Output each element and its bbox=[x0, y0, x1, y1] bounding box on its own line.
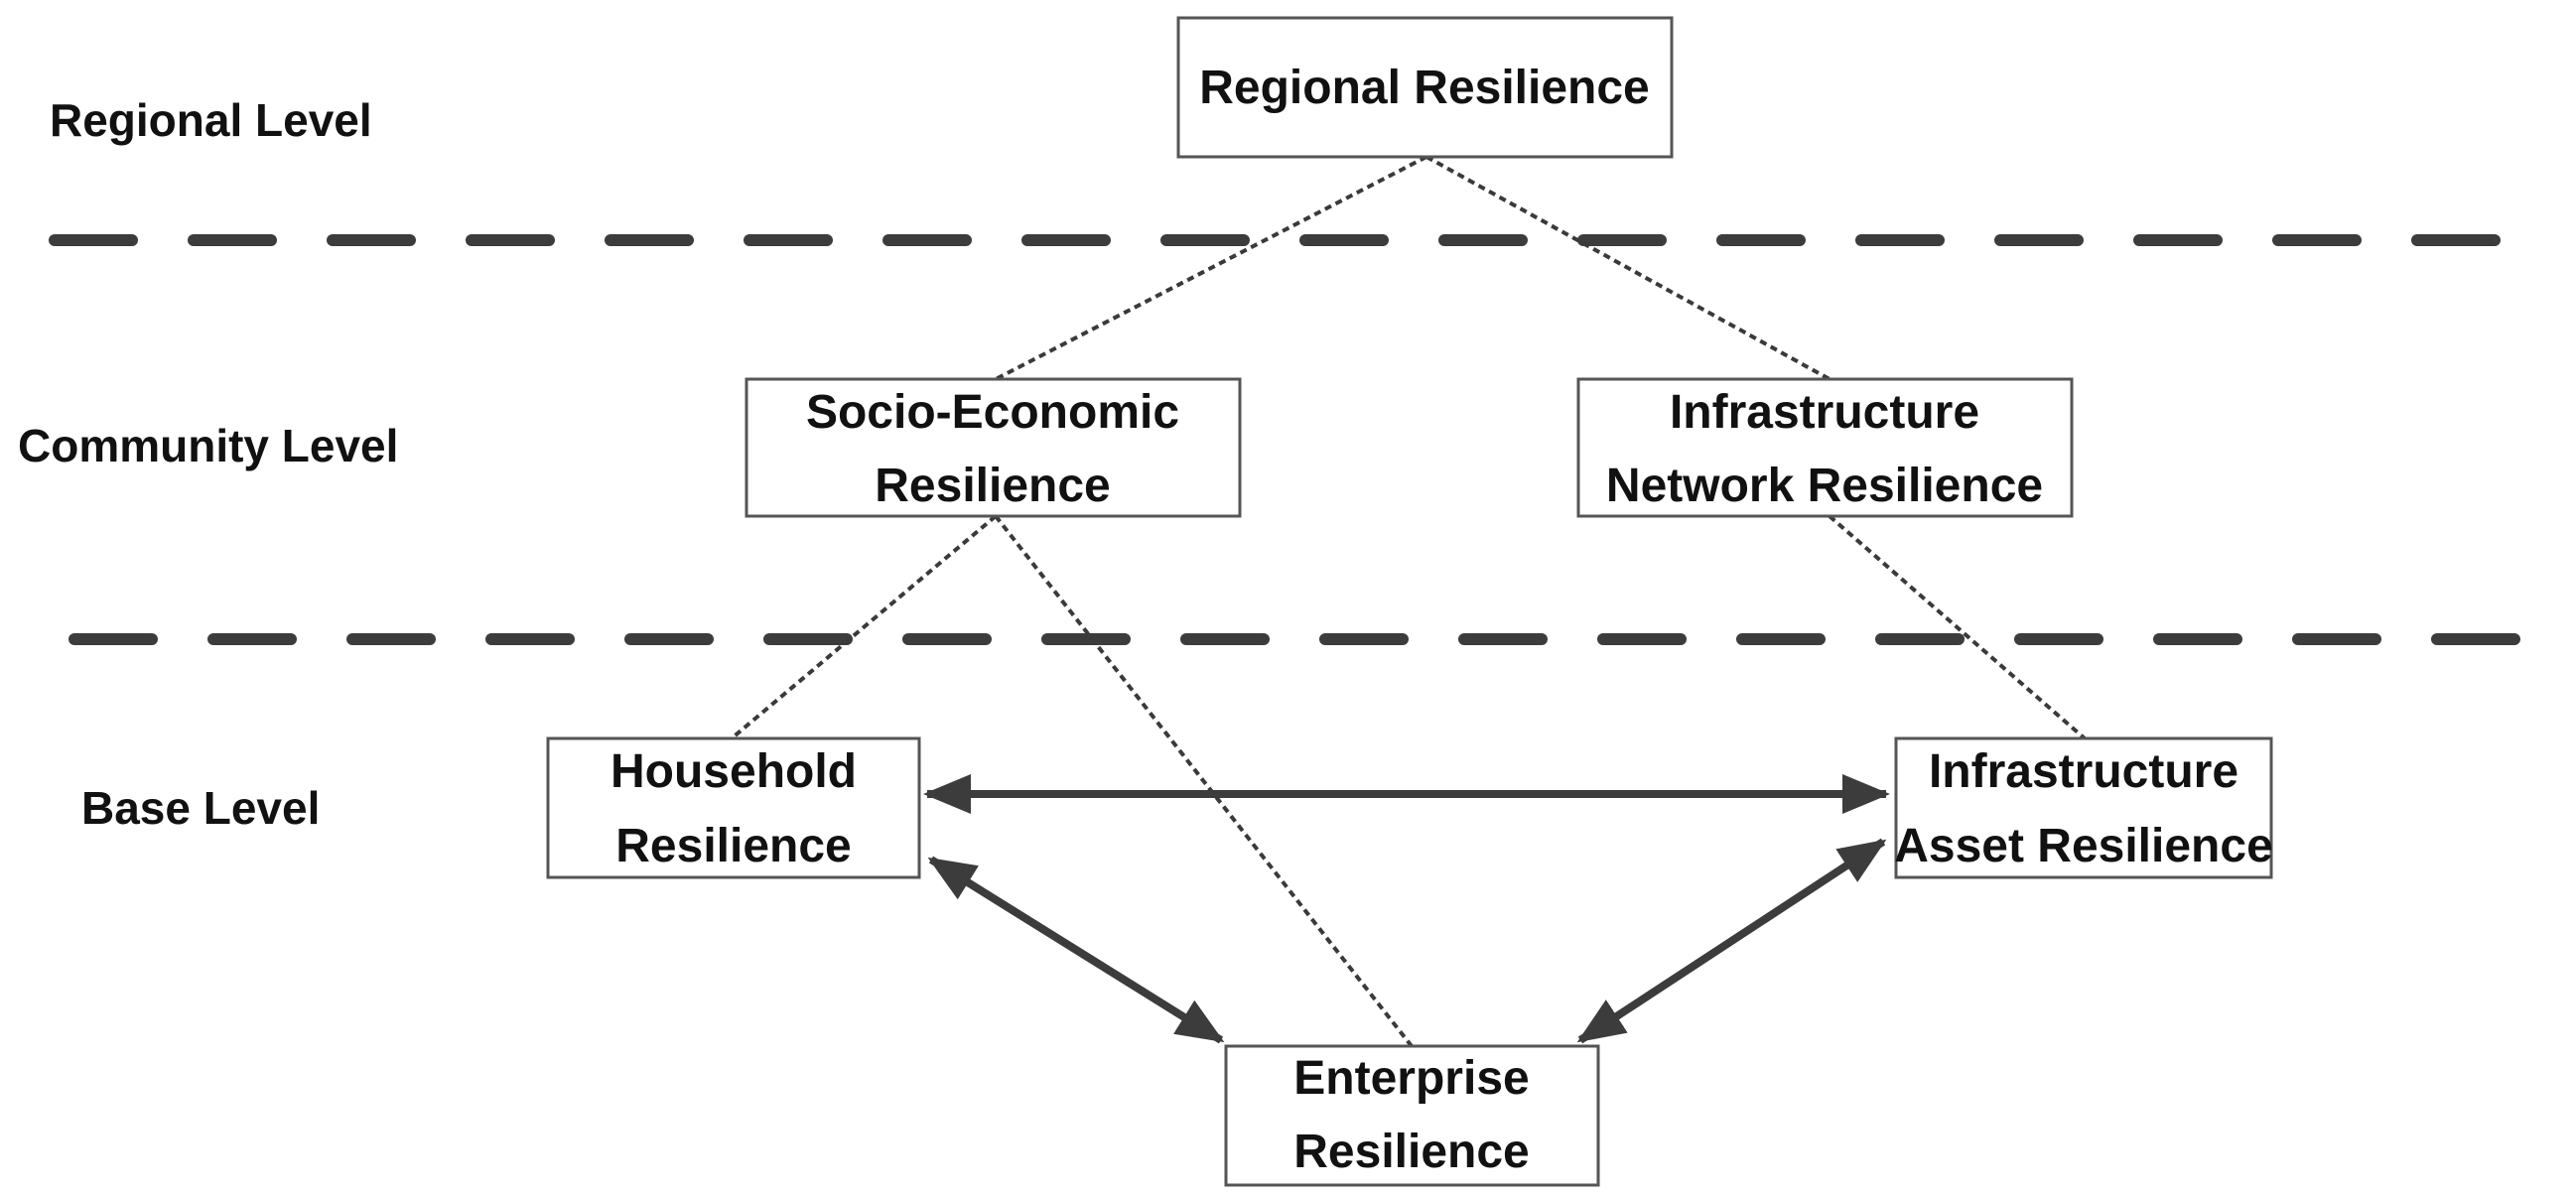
link-socio-economic-to-enterprise bbox=[994, 514, 1414, 1048]
arrow-household-enterprise bbox=[927, 856, 1225, 1044]
link-infrastructure-network-to-asset bbox=[1828, 514, 2087, 740]
level-label-regional: Regional Level bbox=[50, 94, 372, 146]
link-regional-to-infrastructure-network bbox=[1425, 155, 1830, 381]
node-regional-resilience: Regional Resilience bbox=[1176, 16, 1674, 159]
node-infrastructure-asset-line-1: Infrastructure bbox=[1929, 745, 2238, 798]
node-infrastructure-network-line-1: Infrastructure bbox=[1670, 386, 1979, 439]
node-enterprise-resilience: Enterprise Resilience bbox=[1224, 1044, 1600, 1187]
node-enterprise-line-1: Enterprise bbox=[1293, 1052, 1529, 1105]
link-socio-economic-to-household bbox=[730, 514, 998, 740]
level-label-community: Community Level bbox=[18, 420, 398, 471]
node-infrastructure-asset-resilience: Infrastructure Asset Resilience bbox=[1894, 736, 2273, 879]
node-socio-economic-resilience: Socio-Economic Resilience bbox=[745, 377, 1242, 518]
level-label-base: Base Level bbox=[81, 782, 320, 834]
node-household-line-1: Household bbox=[610, 745, 857, 798]
node-infrastructure-asset-line-2: Asset Resilience bbox=[1894, 820, 2273, 872]
node-infrastructure-network-resilience: Infrastructure Network Resilience bbox=[1576, 377, 2074, 518]
node-household-line-2: Resilience bbox=[615, 820, 851, 872]
link-regional-to-socio-economic bbox=[995, 155, 1427, 381]
node-enterprise-line-2: Resilience bbox=[1293, 1126, 1529, 1178]
node-household-resilience: Household Resilience bbox=[546, 736, 921, 879]
node-infrastructure-network-line-2: Network Resilience bbox=[1606, 460, 2043, 512]
node-regional-resilience-line-1: Regional Resilience bbox=[1199, 62, 1650, 114]
node-socio-economic-line-2: Resilience bbox=[875, 460, 1110, 512]
node-socio-economic-line-1: Socio-Economic bbox=[806, 386, 1179, 439]
arrow-infrastructure-asset-enterprise bbox=[1576, 838, 1887, 1044]
